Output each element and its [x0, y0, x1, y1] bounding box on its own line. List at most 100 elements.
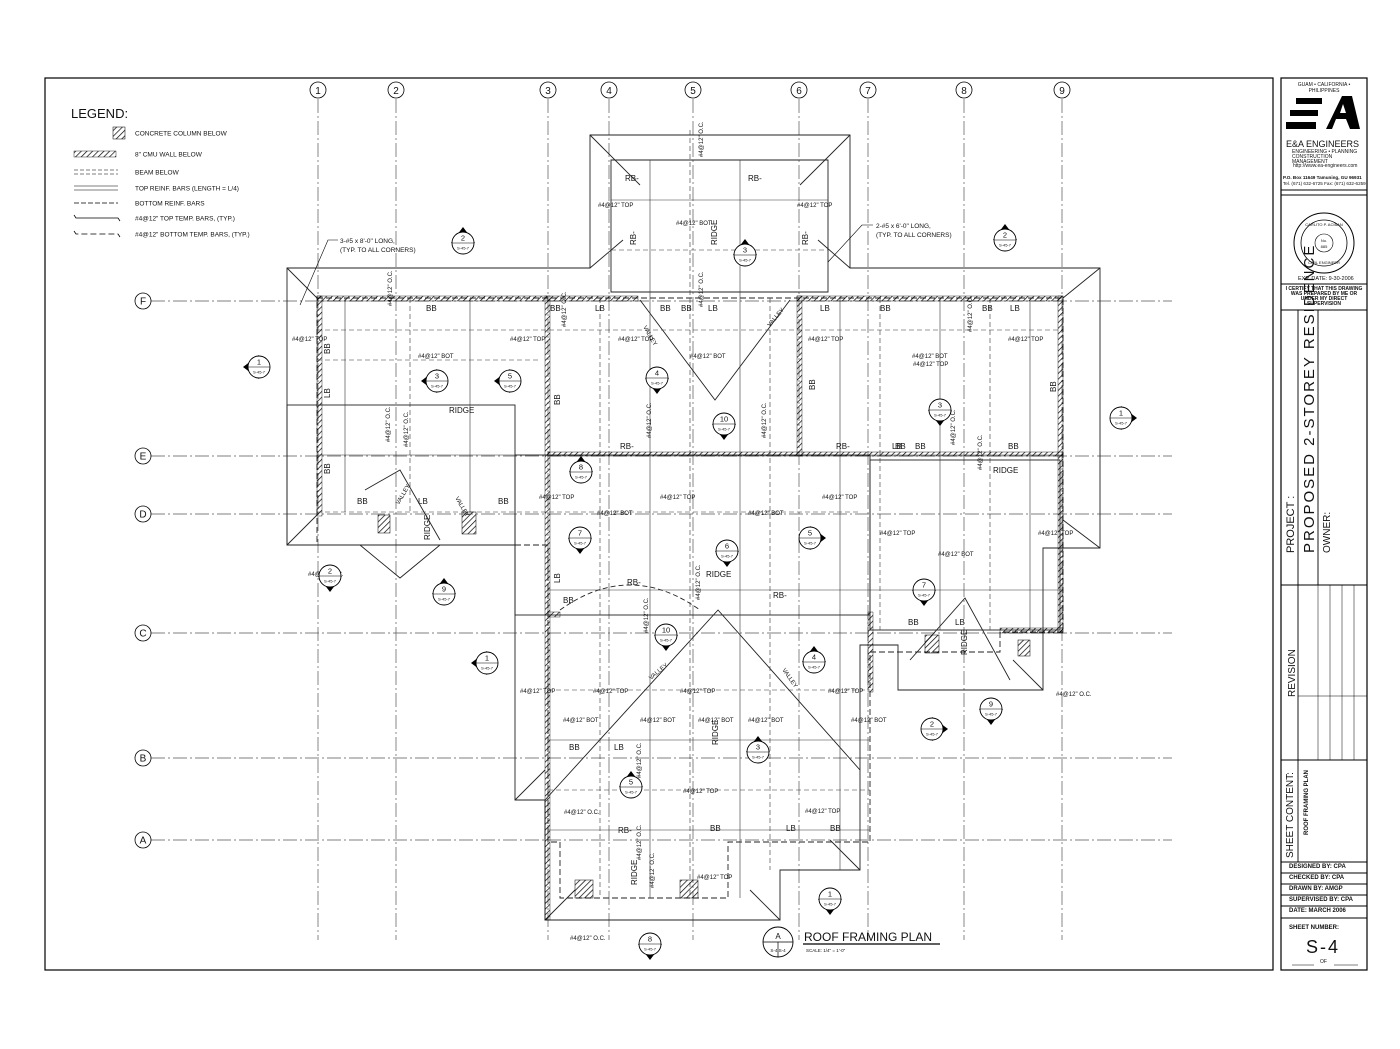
- detail-number: 5: [508, 372, 512, 381]
- plan-label-vertical-oc: #4@12" O.C.: [644, 597, 650, 633]
- firm-services: ENGINEERING • PLANNING CONSTRUCTION MANA…: [1292, 149, 1358, 165]
- plan-label-vertical-ridge: RIDGE: [711, 720, 720, 745]
- sheet-number-label: SHEET NUMBER:: [1289, 925, 1340, 931]
- plan-label-oc: #4@12" O.C.: [570, 936, 606, 942]
- detail-marker[interactable]: 3S-45-7: [928, 398, 952, 426]
- legend-row: CONCRETE COLUMN BELOW: [112, 126, 228, 140]
- plan-label-bot: #4@12" BOT: [698, 718, 734, 724]
- detail-sheet-ref: S-45-7: [324, 579, 337, 584]
- plan-label-top: #4@12" TOP: [680, 689, 715, 695]
- detail-sheet-ref: S-45-7: [934, 413, 947, 418]
- plan-label-bb: BB: [908, 618, 919, 627]
- plan-label-vertical-ridge: RIDGE: [710, 220, 719, 245]
- detail-marker[interactable]: 2S-45-7: [920, 717, 948, 741]
- plan-label-vertical-oc: #4@12" O.C.: [699, 121, 705, 157]
- plan-label-rb: RB-: [618, 826, 632, 835]
- plan-label-top: #4@12" TOP: [797, 203, 832, 209]
- detail-sheet-ref: S-45-7: [804, 541, 817, 546]
- title-block-lines: [1281, 189, 1367, 966]
- detail-marker[interactable]: 2S-45-7: [318, 564, 342, 592]
- detail-number: 9: [989, 700, 993, 709]
- detail-marker[interactable]: 6S-45-7: [715, 539, 739, 567]
- grid-row-label: D: [139, 510, 146, 521]
- plan-label-lb: LB: [614, 743, 624, 752]
- plan-label-top: #4@12" TOP: [683, 789, 718, 795]
- detail-marker[interactable]: 10S-45-7: [712, 412, 736, 440]
- detail-marker[interactable]: 7S-45-7: [912, 578, 936, 606]
- plan-label-vertical-oc: #4@12" O.C.: [562, 291, 568, 327]
- detail-marker[interactable]: 5S-45-7: [494, 369, 522, 393]
- drawing-title-letter: A: [775, 932, 781, 941]
- detail-number: 3: [938, 401, 942, 410]
- legend-label: #4@12" BOTTOM TEMP. BARS, (TYP.): [135, 232, 250, 239]
- detail-sheet-ref: S-45-7: [504, 384, 517, 389]
- detail-marker[interactable]: 9S-45-7: [979, 697, 1003, 725]
- detail-number: 2: [930, 720, 934, 729]
- detail-marker[interactable]: 3S-45-7: [733, 239, 757, 267]
- detail-marker[interactable]: 1S-45-7: [471, 651, 499, 675]
- grid-row-label: C: [139, 629, 146, 640]
- issue-date: DATE: MARCH 2006: [1289, 908, 1346, 914]
- sheet-number: S-4: [1306, 937, 1341, 957]
- grid-column-label: 8: [961, 86, 967, 97]
- detail-marker[interactable]: 8S-45-7: [638, 932, 662, 960]
- detail-marker[interactable]: 3S-45-7: [746, 736, 770, 764]
- detail-marker[interactable]: 5S-45-7: [798, 526, 826, 550]
- detail-marker[interactable]: 9S-45-7: [432, 578, 456, 606]
- grid-row-label: A: [140, 836, 147, 847]
- plan-label-oc: #4@12" O.C.: [564, 810, 600, 816]
- grid-row-label: F: [140, 297, 146, 308]
- plan-label-vertical-oc: #4@12" O.C.: [978, 434, 984, 470]
- plan-label-lb: LB: [1010, 304, 1020, 313]
- corner-bar-notes: 3-#5 x 8'-0" LONG, (TYP. TO ALL CORNERS)…: [299, 223, 952, 306]
- detail-marker[interactable]: 4S-45-7: [802, 646, 826, 674]
- plan-label-vertical-ridge: RIDGE: [630, 860, 639, 885]
- grid-column-bubble: [309, 81, 327, 99]
- detail-sheet-ref: S-45-7: [438, 597, 451, 602]
- detail-marker[interactable]: 2S-45-7: [993, 224, 1017, 252]
- legend-row: BEAM BELOW: [74, 170, 180, 177]
- plan-label-vertical-oc: #4@12" O.C.: [968, 296, 974, 332]
- detail-marker[interactable]: 1S-45-7: [1109, 406, 1137, 430]
- detail-sheet-ref: S-45-7: [253, 370, 266, 375]
- detail-number: 5: [808, 529, 812, 538]
- detail-number: 2: [328, 567, 332, 576]
- plan-label-top: #4@12" TOP: [1008, 337, 1043, 343]
- plan-label-vertical-oc: #4@12" O.C.: [699, 271, 705, 307]
- detail-number: 4: [655, 369, 659, 378]
- detail-sheet-ref: S-45-7: [721, 554, 734, 559]
- detail-number: 8: [579, 463, 583, 472]
- detail-marker[interactable]: 8S-45-7: [569, 456, 593, 484]
- plan-label-vertical-oc: #4@12" O.C.: [650, 852, 656, 888]
- detail-sheet-ref: S-45-7: [644, 947, 657, 952]
- detail-marker[interactable]: 1S-45-7: [243, 355, 271, 379]
- detail-marker[interactable]: 3S-45-7: [421, 369, 449, 393]
- grid-column-label: 9: [1059, 86, 1065, 97]
- detail-marker[interactable]: 4S-45-7: [645, 366, 669, 394]
- detail-marker[interactable]: 1S-45-7: [818, 887, 842, 915]
- drawing-title-refs: S-4 S-4: [770, 948, 786, 953]
- detail-marker[interactable]: 7S-45-7: [568, 526, 592, 554]
- plan-label-bb: BB: [830, 824, 841, 833]
- plan-label-bb: BB: [880, 304, 891, 313]
- grid-column-bubble: [790, 81, 808, 99]
- detail-marker[interactable]: 2S-45-7: [451, 227, 475, 255]
- detail-number: 6: [725, 542, 729, 551]
- drawing-title-scale: SCALE: 1/4" = 1'-0": [806, 948, 846, 953]
- firm-url[interactable]: http://www.ea-engineers.com: [1293, 163, 1358, 169]
- detail-marker[interactable]: 5S-45-7: [619, 771, 643, 799]
- plan-label-top: #4@12" TOP: [593, 689, 628, 695]
- plan-label-bb: BB: [569, 743, 580, 752]
- firm-name: E&A ENGINEERS: [1286, 139, 1360, 149]
- detail-marker[interactable]: 10S-45-7: [654, 623, 678, 651]
- legend-row: #4@12" TOP TEMP. BARS, (TYP.): [73, 214, 235, 223]
- detail-number: 1: [257, 358, 261, 367]
- detail-number: 3: [756, 743, 760, 752]
- detail-number: 2: [461, 234, 465, 243]
- plan-label-lb: LB: [595, 304, 605, 313]
- legend-row: 8" CMU WALL BELOW: [73, 150, 203, 159]
- right-corner-note-line1: 2-#5 x 6'-0" LONG,: [876, 223, 931, 230]
